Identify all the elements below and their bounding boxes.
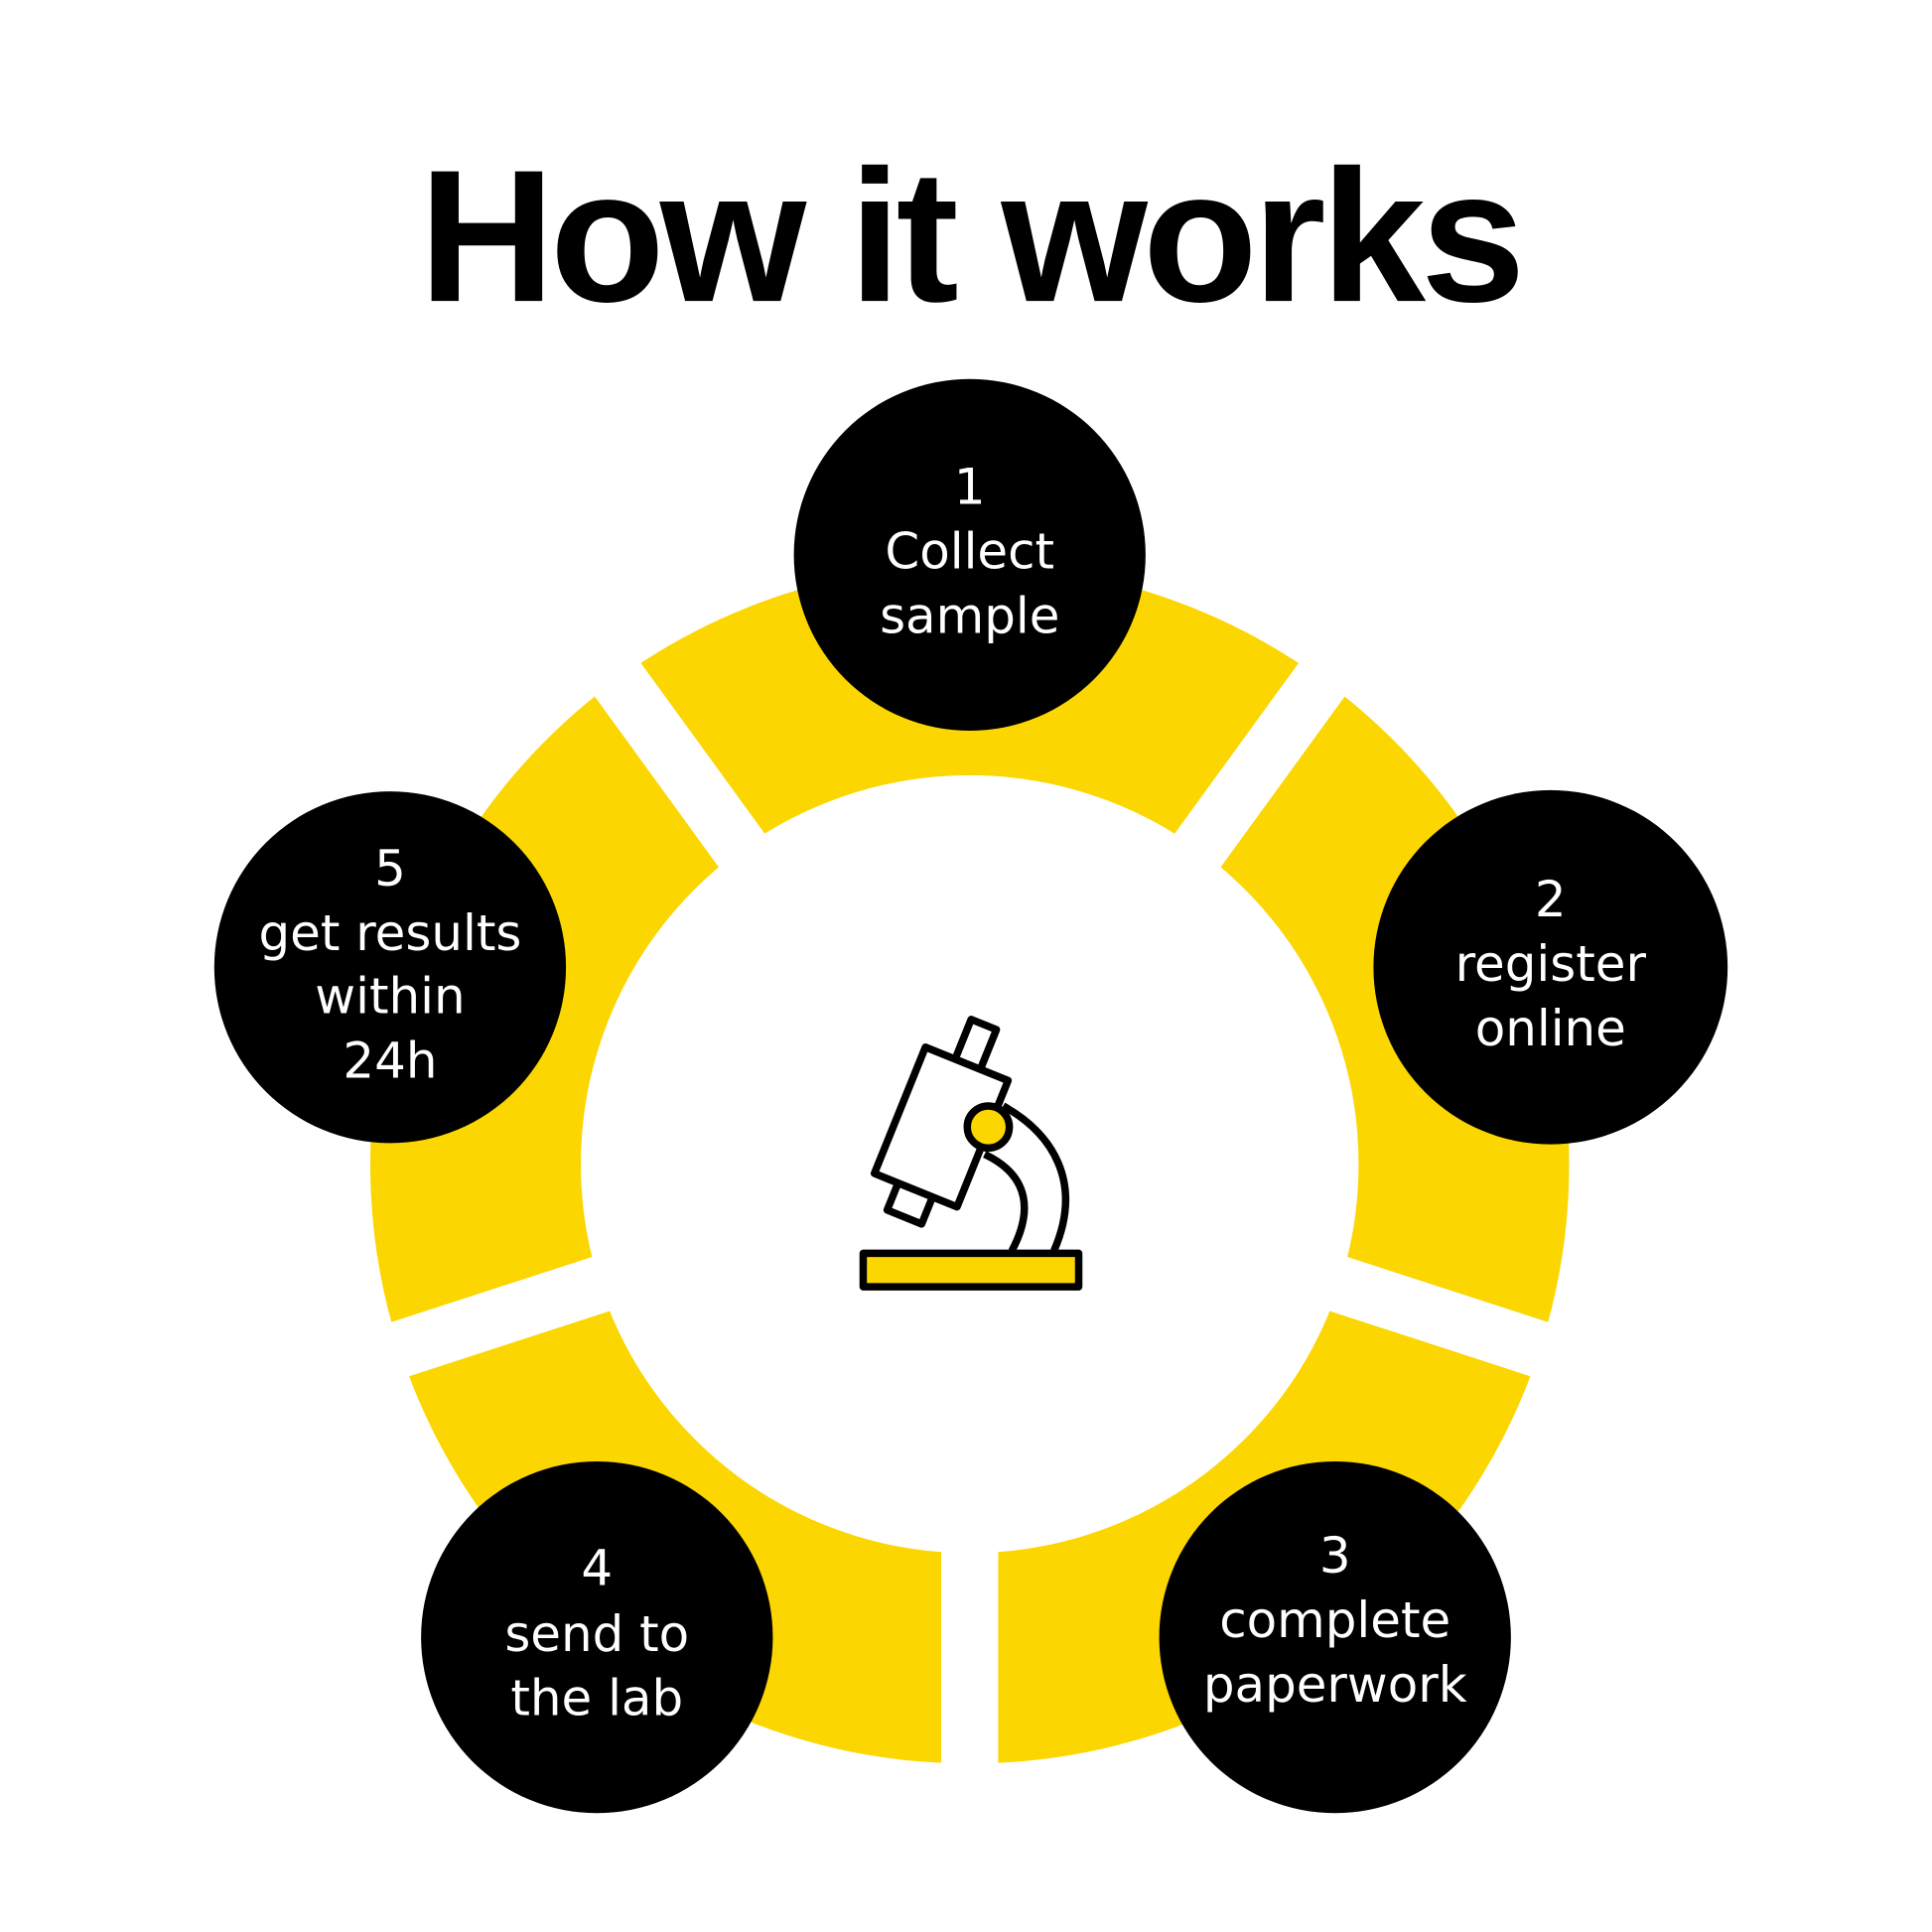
step-label-line: online [1475,1000,1626,1057]
step-label-line: register [1455,935,1647,993]
step-number: 1 [954,459,986,516]
microscope-icon [859,1016,1083,1291]
step-number: 5 [374,840,406,897]
step-label-line: 24h [343,1032,437,1089]
step-number: 2 [1535,871,1567,928]
ring-gap [946,625,1372,1181]
step-5: 5 get results within 24h [213,791,567,1144]
step-label-line: within [315,967,465,1025]
page-title: How it works [419,131,1521,342]
step-2: 2 register online [1373,789,1728,1145]
step-4: 4 send to the lab [421,1460,773,1814]
step-circle [421,1460,773,1814]
step-label-line: Collect [885,523,1054,581]
step-label-line: get results [259,904,522,962]
step-3: 3 complete paperwork [1159,1460,1511,1814]
step-circle [1159,1460,1511,1814]
step-label-line: the lab [510,1670,683,1727]
step-label-line: sample [880,587,1059,644]
step-circle [793,378,1146,731]
step-1: 1 Collect sample [793,378,1146,731]
step-label-line: paperwork [1203,1656,1467,1714]
step-number: 4 [581,1540,613,1597]
ring-gap [960,1137,1591,1391]
ring-gap [568,625,993,1181]
step-circle [1373,789,1728,1145]
ring-gap [347,1137,979,1391]
step-circle [213,791,567,1144]
step-number: 3 [1319,1527,1351,1585]
step-label-line: complete [1219,1591,1450,1649]
step-label-line: send to [504,1605,689,1663]
